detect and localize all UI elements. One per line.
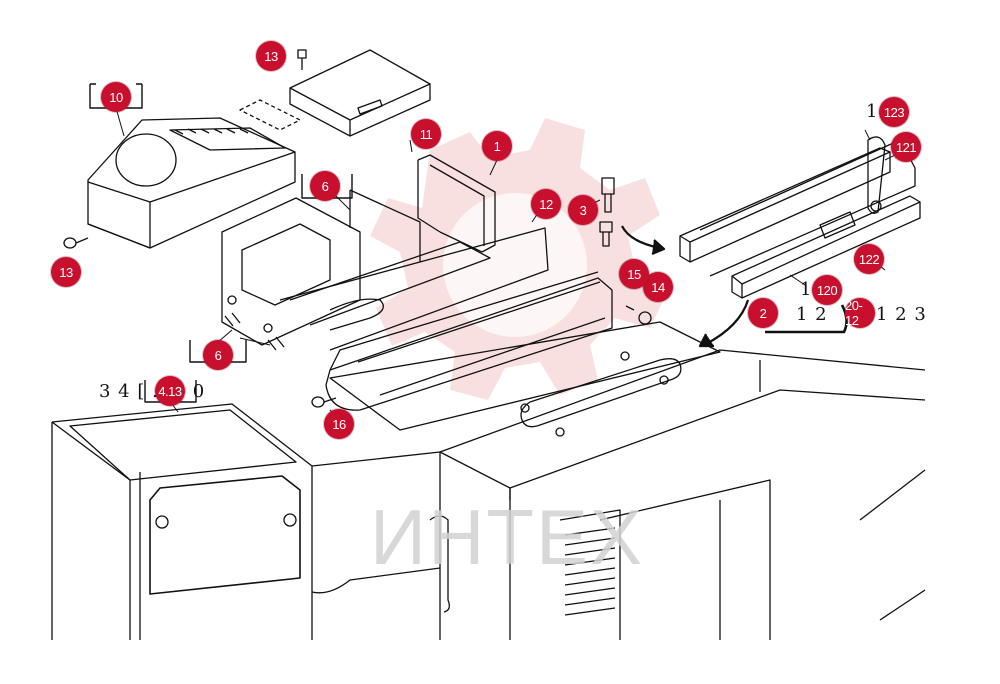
callout-123[interactable]: 123	[879, 97, 909, 127]
cover	[87, 117, 296, 249]
frame	[221, 189, 491, 351]
callout-121[interactable]: 121	[891, 132, 921, 162]
slide-rails	[679, 136, 921, 299]
watermark-text: ИНТЕХ	[370, 493, 645, 581]
label-1-2: 1 2	[796, 304, 828, 325]
callout-1[interactable]: 1	[482, 131, 512, 161]
callout-120[interactable]: 120	[812, 275, 842, 305]
callout-13-bottom[interactable]: 13	[51, 257, 81, 287]
callout-11[interactable]: 11	[411, 119, 441, 149]
callout-6-bottom[interactable]: 6	[203, 340, 233, 370]
callout-120-121[interactable]: 20-12	[845, 298, 875, 328]
label-1-2-3: 1 2 3	[876, 304, 927, 325]
callout-15[interactable]: 15	[619, 259, 649, 289]
callout-12[interactable]: 12	[531, 189, 561, 219]
bracket	[417, 154, 496, 253]
callout-2[interactable]: 2	[748, 298, 778, 328]
base-plate	[329, 321, 721, 437]
label-34-30: 3 4 [ . ]3 0	[99, 381, 206, 402]
callout-4-13[interactable]: 4.13	[155, 376, 185, 406]
callout-3[interactable]: 3	[568, 195, 598, 225]
screws	[63, 49, 652, 408]
label-1-top: 1	[866, 101, 879, 122]
machine-body	[429, 349, 926, 640]
callout-13-top[interactable]: 13	[256, 41, 286, 71]
lid	[239, 49, 431, 137]
callout-6-top[interactable]: 6	[310, 171, 340, 201]
callout-16[interactable]: 16	[324, 409, 354, 439]
tray	[279, 227, 613, 411]
callout-10[interactable]: 10	[101, 82, 131, 112]
callout-122[interactable]: 122	[854, 244, 884, 274]
